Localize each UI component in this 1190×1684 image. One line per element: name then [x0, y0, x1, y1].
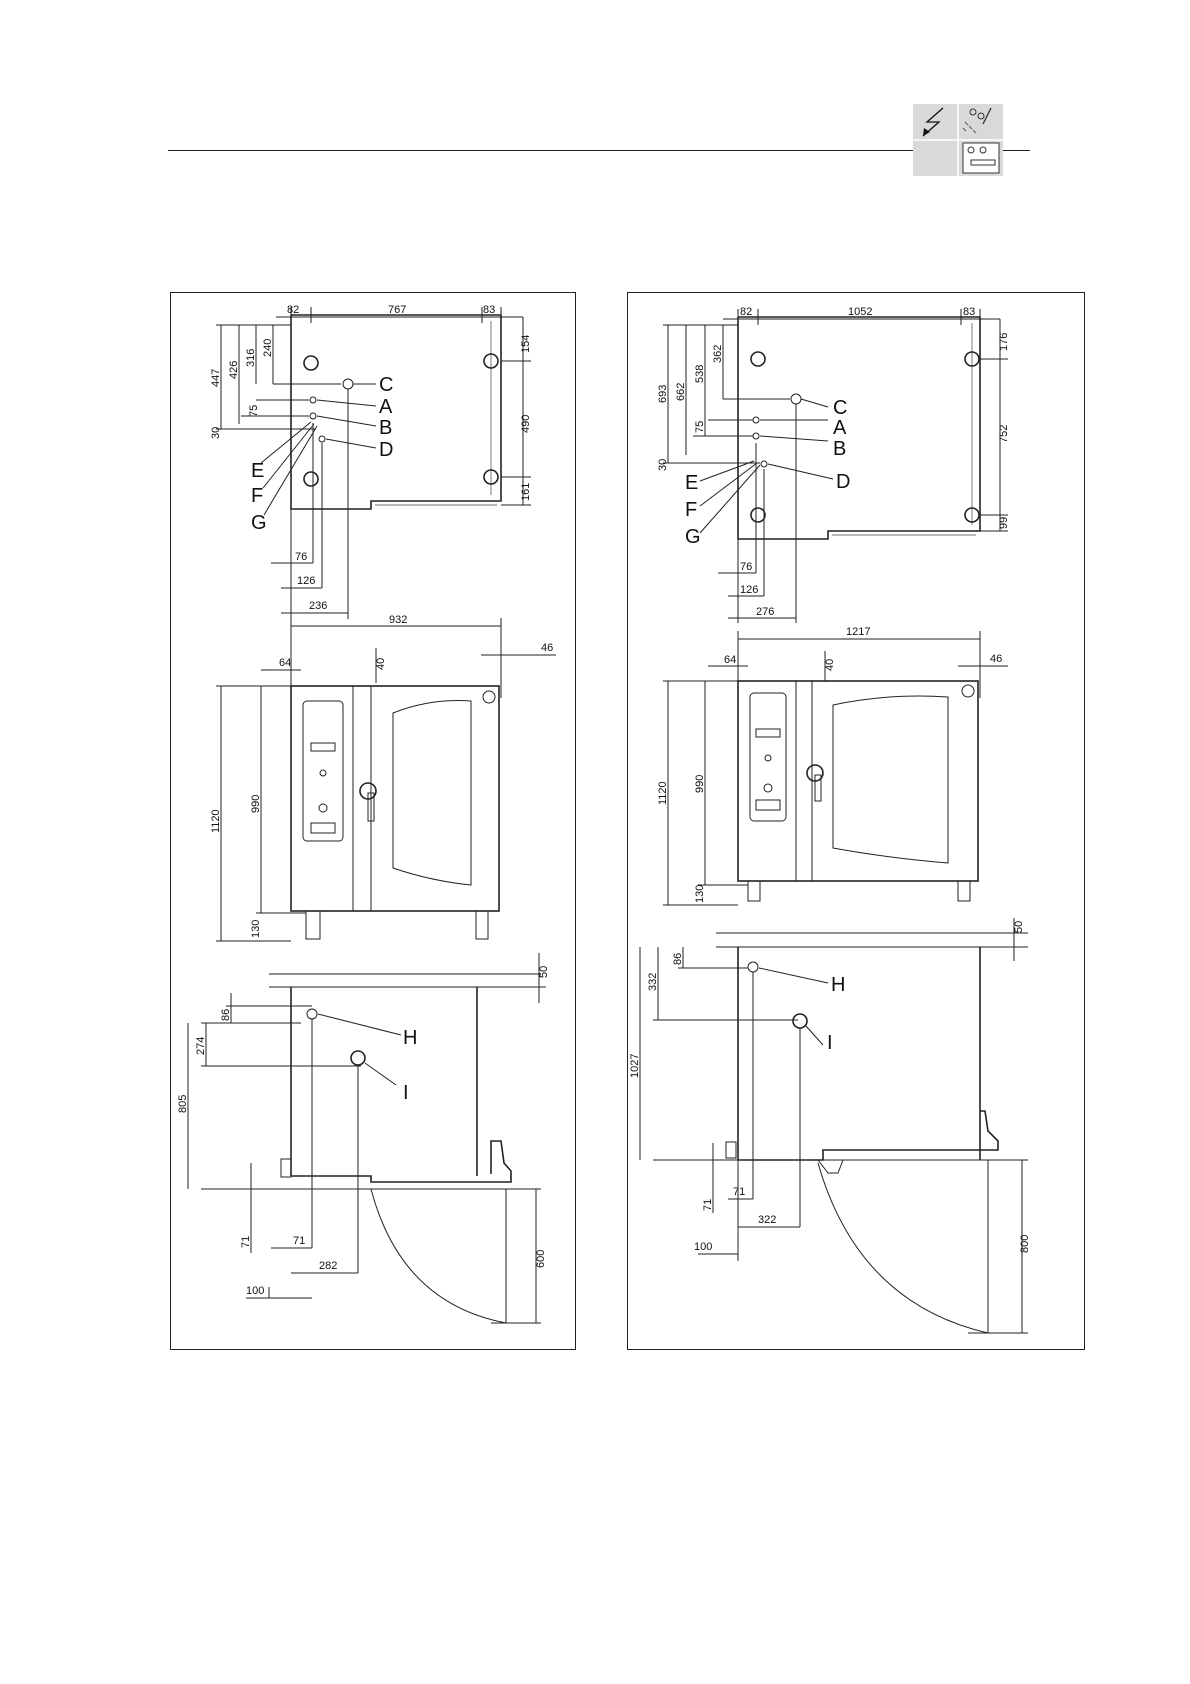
- dim-text: 447: [210, 369, 222, 387]
- dim-text: 130: [694, 885, 706, 903]
- front-view-left: 932 64 40 46 1120: [210, 614, 556, 941]
- dim-text: 99: [998, 517, 1010, 529]
- dim-text: 282: [319, 1260, 337, 1272]
- dim-text: 990: [694, 775, 706, 793]
- oven-tray-icon: [963, 143, 999, 173]
- top-view-left: 82 767 83 447 426 316 240 75 30 154 490 …: [210, 304, 532, 619]
- dim-text: 1120: [657, 781, 669, 805]
- dim-text: 40: [824, 659, 836, 671]
- dim-text: 71: [733, 1186, 745, 1198]
- dim-text: 86: [672, 953, 684, 965]
- dim-text: 71: [240, 1236, 252, 1248]
- connection-label: G: [685, 526, 701, 548]
- dim-text: 322: [758, 1214, 776, 1226]
- connection-label: E: [685, 472, 698, 494]
- dim-text: 46: [990, 653, 1002, 665]
- connection-label: A: [833, 417, 847, 439]
- dim-text: 30: [657, 459, 669, 471]
- dim-text: 662: [675, 383, 687, 401]
- diagram-left: 82 767 83 447 426 316 240 75 30 154 490 …: [170, 292, 576, 1350]
- dim-text: 932: [389, 614, 407, 626]
- dim-text: 752: [998, 425, 1010, 443]
- connection-label: E: [251, 460, 264, 482]
- dim-text: 693: [657, 385, 669, 403]
- side-view-right: 50 86 332 1027 H I: [629, 918, 1031, 1333]
- dim-text: 276: [756, 606, 774, 618]
- dim-text: 30: [210, 427, 222, 439]
- dim-text: 82: [287, 304, 299, 316]
- top-view-right: 82 1052 83 693 662 538 362 75 30 176 752…: [657, 306, 1010, 623]
- dim-text: 130: [250, 920, 262, 938]
- diagram-left-drawing: 82 767 83 447 426 316 240 75 30 154 490 …: [171, 293, 577, 1351]
- dim-text: 805: [177, 1095, 189, 1113]
- dim-text: 1052: [848, 306, 872, 318]
- dim-text: 64: [724, 654, 736, 666]
- dim-text: 990: [250, 795, 262, 813]
- dim-text: 176: [998, 333, 1010, 351]
- dim-text: 236: [309, 600, 327, 612]
- connection-label: C: [379, 374, 393, 396]
- dim-text: 154: [520, 335, 532, 353]
- dim-text: 100: [694, 1241, 712, 1253]
- dim-text: 71: [293, 1235, 305, 1247]
- header-rule: [168, 150, 1030, 151]
- connection-label: H: [831, 974, 845, 996]
- dim-text: 332: [647, 973, 659, 991]
- dim-text: 83: [963, 306, 975, 318]
- connection-label: B: [379, 417, 392, 439]
- dim-text: 274: [195, 1037, 207, 1055]
- dim-text: 50: [538, 966, 550, 978]
- dim-text: 426: [228, 361, 240, 379]
- dim-text: 50: [1013, 921, 1025, 933]
- dim-text: 40: [375, 658, 387, 670]
- connection-label: A: [379, 396, 393, 418]
- dim-text: 76: [295, 551, 307, 563]
- icon-panel: [913, 104, 1003, 176]
- connection-label: G: [251, 512, 267, 534]
- dim-text: 64: [279, 657, 291, 669]
- dim-text: 126: [297, 575, 315, 587]
- dim-text: 82: [740, 306, 752, 318]
- dim-text: 86: [220, 1009, 232, 1021]
- dim-text: 75: [248, 405, 260, 417]
- connection-label: I: [827, 1032, 833, 1054]
- dim-text: 538: [694, 365, 706, 383]
- dim-text: 362: [712, 345, 724, 363]
- connection-label: D: [379, 439, 393, 461]
- connection-label: I: [403, 1082, 409, 1104]
- dim-text: 240: [262, 339, 274, 357]
- dim-text: 76: [740, 561, 752, 573]
- dim-text: 800: [1019, 1235, 1031, 1253]
- dim-text: 1027: [629, 1054, 641, 1078]
- side-view-left: 50 86 274 805 H I: [177, 953, 550, 1323]
- connection-label: F: [251, 485, 263, 507]
- diagram-right: 82 1052 83 693 662 538 362 75 30 176 752…: [627, 292, 1085, 1350]
- dim-text: 767: [388, 304, 406, 316]
- dim-text: 600: [535, 1250, 547, 1268]
- dim-text: 71: [702, 1199, 714, 1211]
- front-view-right: 1217 64 40 46 1120: [657, 626, 1008, 905]
- connection-label: C: [833, 397, 847, 419]
- dim-text: 126: [740, 584, 758, 596]
- dim-text: 100: [246, 1285, 264, 1297]
- connection-label: D: [836, 471, 850, 493]
- connection-label: F: [685, 499, 697, 521]
- dim-text: 75: [694, 421, 706, 433]
- dim-text: 316: [245, 349, 257, 367]
- dim-text: 46: [541, 642, 553, 654]
- dim-text: 490: [520, 415, 532, 433]
- dim-text: 161: [520, 483, 532, 501]
- dim-text: 1120: [210, 809, 222, 833]
- dim-text: 1217: [846, 626, 870, 638]
- connection-label: B: [833, 438, 846, 460]
- connection-label: H: [403, 1027, 417, 1049]
- diagram-right-drawing: 82 1052 83 693 662 538 362 75 30 176 752…: [628, 293, 1086, 1351]
- dim-text: 83: [483, 304, 495, 316]
